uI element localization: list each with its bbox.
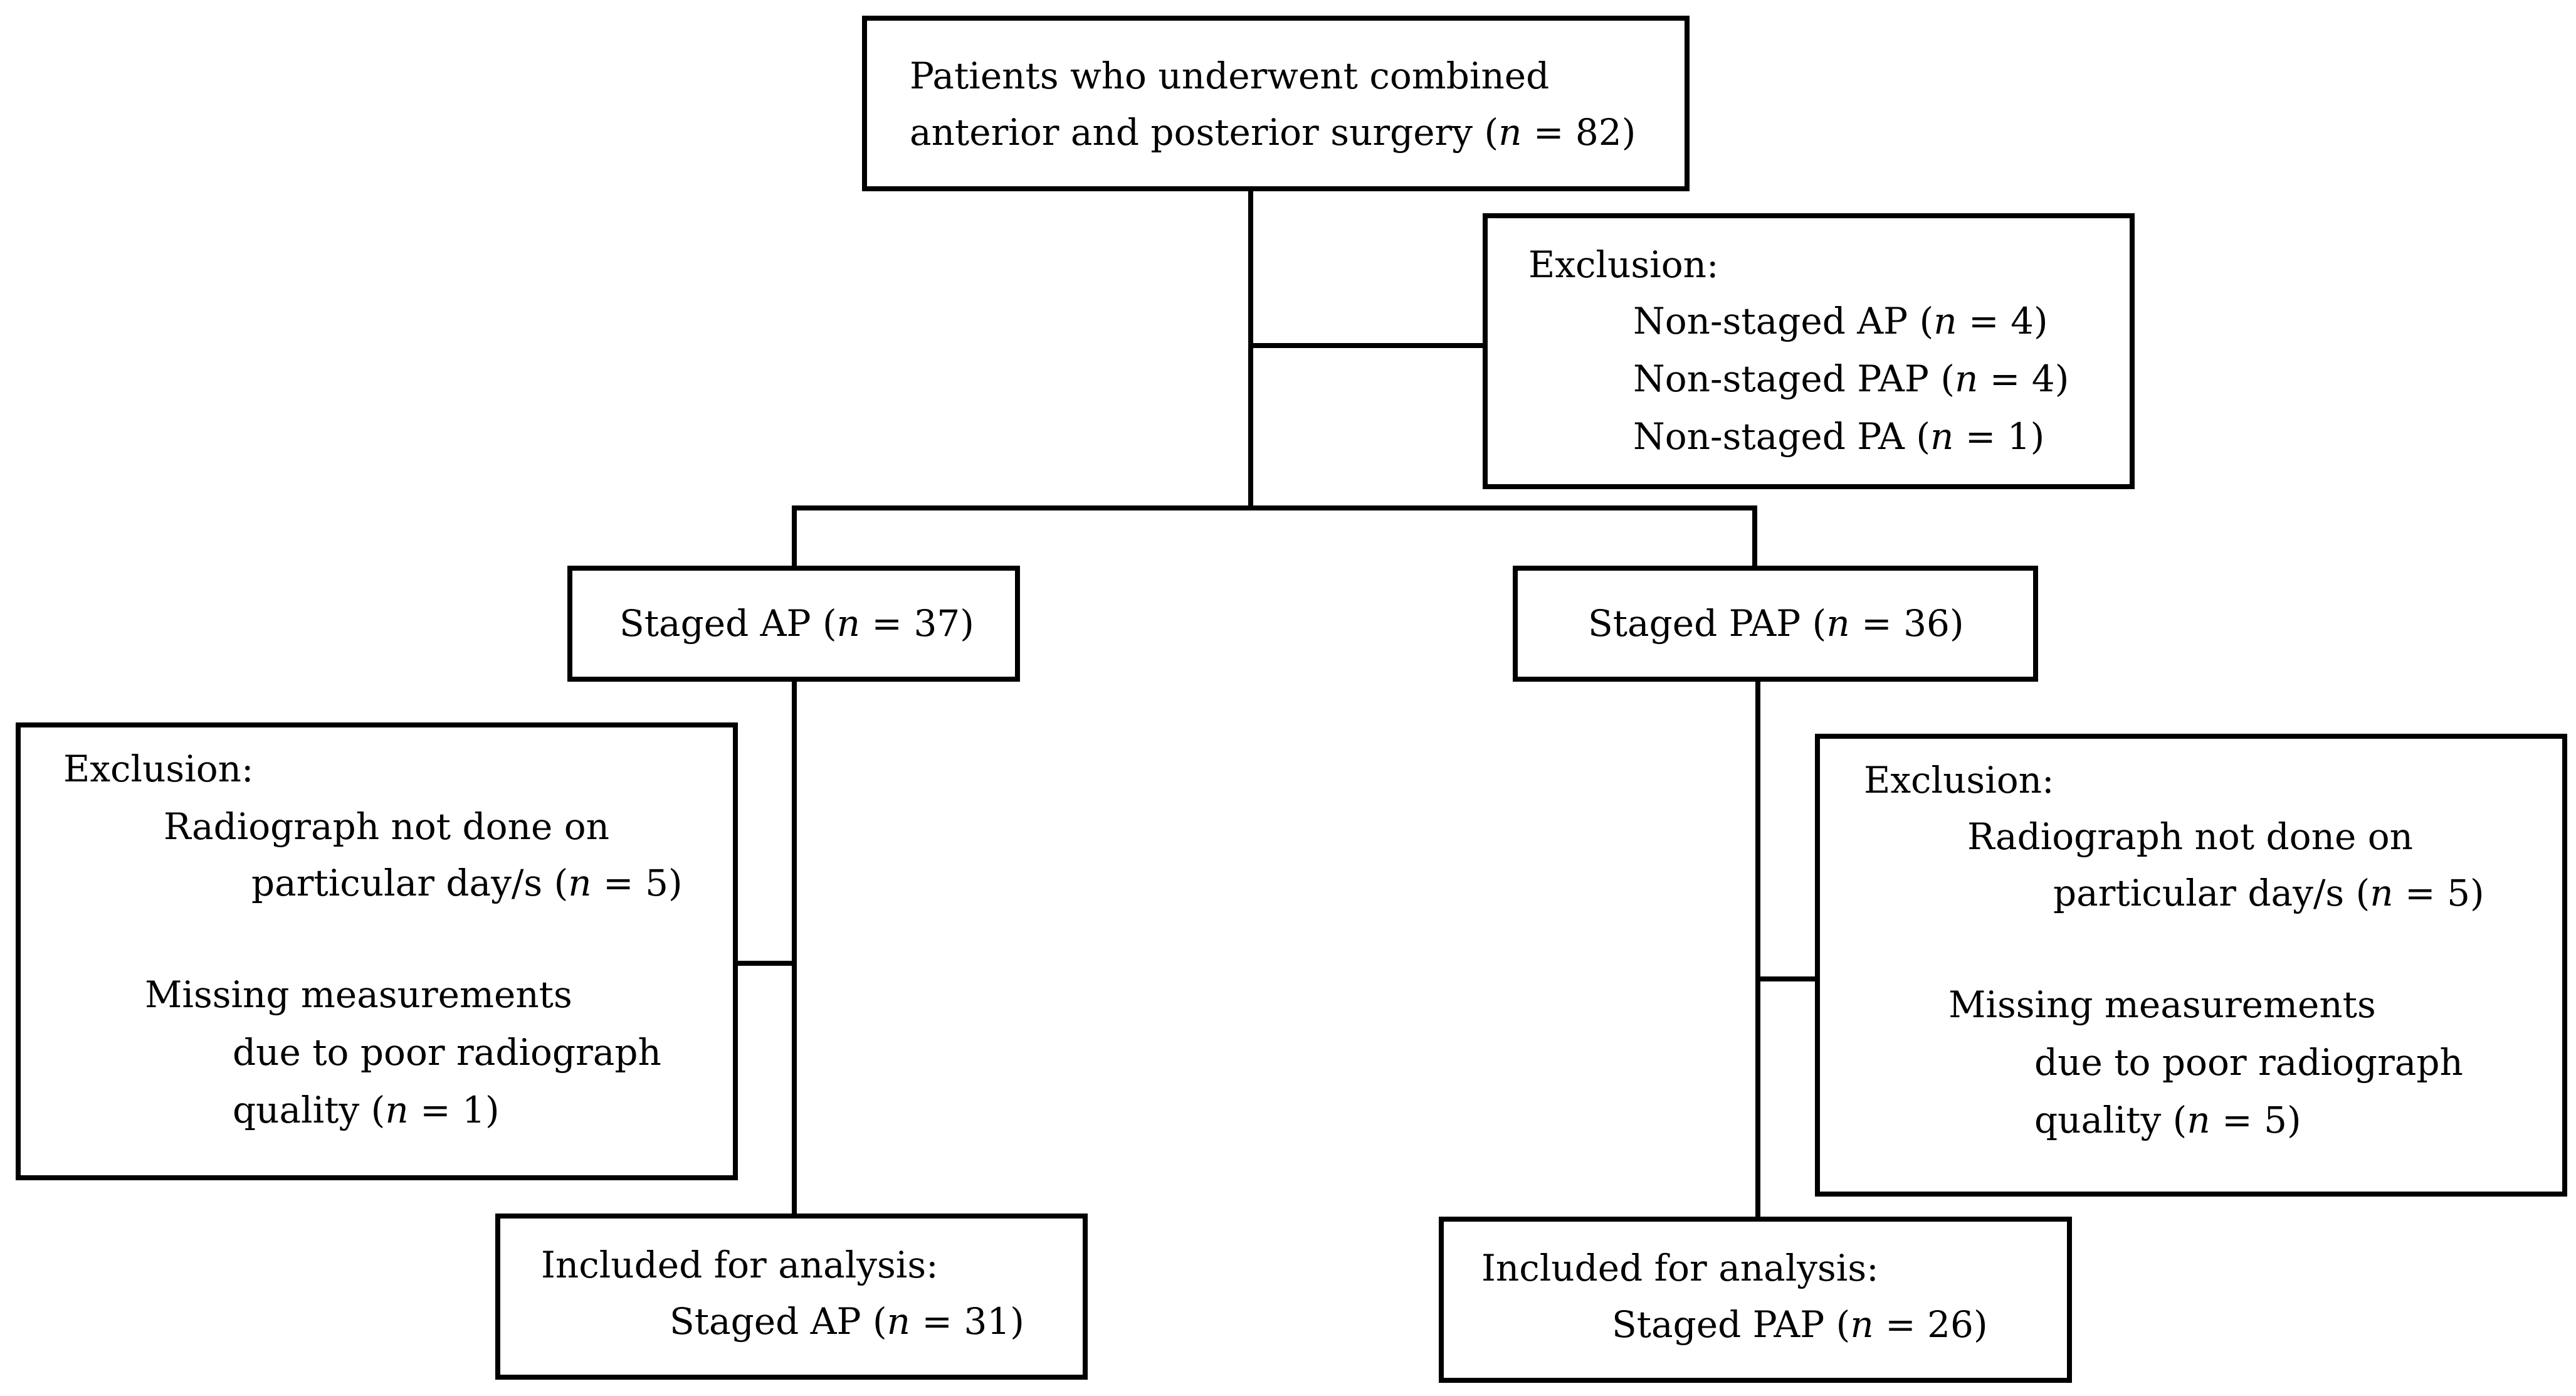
- included-ap-heading: Included for analysis:: [541, 1244, 938, 1286]
- total-patients-text: Patients who underwent combined: [910, 55, 1550, 97]
- line-count: = 5): [591, 862, 683, 904]
- exclusion-top-item-pa: Non-staged PA (n = 1): [1633, 408, 2044, 465]
- exclusion-left-line4: due to poor radiograph: [233, 1031, 661, 1074]
- line-text: quality (: [2034, 1099, 2187, 1141]
- item-label: Non-staged PA (: [1633, 415, 1930, 458]
- included-ap-label: Staged AP (: [670, 1300, 887, 1343]
- line-text: quality (: [233, 1089, 386, 1131]
- exclusion-right-line2: particular day/s (n = 5): [2053, 864, 2484, 922]
- n-symbol: n: [568, 862, 592, 904]
- staged-ap-box: Staged AP (n = 37): [567, 566, 1020, 682]
- connector-pap-vertical: [1755, 677, 1760, 1220]
- connector-split-horizontal: [792, 505, 1757, 510]
- total-patients-box: Patients who underwent combined anterior…: [862, 16, 1690, 191]
- exclusion-left-line3: Missing measurements: [145, 973, 572, 1016]
- item-label: Non-staged PAP (: [1633, 357, 1955, 400]
- item-count: = 4): [1978, 357, 2069, 400]
- included-pap-box: Included for analysis: Staged PAP (n = 2…: [1439, 1217, 2072, 1383]
- included-ap-count: = 31): [910, 1300, 1024, 1343]
- n-symbol: n: [1954, 357, 1979, 400]
- total-patients-count: = 82): [1522, 111, 1636, 154]
- exclusion-right-line4: due to poor radiograph: [2034, 1041, 2463, 1084]
- n-symbol: n: [1498, 111, 1522, 154]
- connector-exclusion-left: [733, 961, 794, 966]
- line-count: = 5): [2393, 872, 2484, 914]
- connector-ap-vertical: [792, 677, 797, 1217]
- n-symbol: n: [886, 1300, 910, 1343]
- connector-split-left-drop: [792, 505, 797, 568]
- exclusion-left-heading: Exclusion:: [63, 748, 254, 790]
- exclusion-right-line3: Missing measurements: [1948, 983, 2376, 1026]
- n-symbol: n: [2370, 872, 2394, 914]
- line-text: particular day/s (: [2053, 872, 2370, 914]
- exclusion-right-line1: Radiograph not done on: [1967, 815, 2413, 858]
- n-symbol: n: [1826, 602, 1850, 645]
- staged-pap-label: Staged PAP (: [1588, 602, 1827, 645]
- connector-top-vertical: [1248, 188, 1253, 508]
- exclusion-left-line1: Radiograph not done on: [164, 805, 609, 848]
- connector-split-right-drop: [1752, 505, 1757, 568]
- item-count: = 1): [1953, 415, 2045, 458]
- exclusion-right-box: Exclusion: Radiograph not done on partic…: [1815, 734, 2567, 1197]
- staged-pap-box: Staged PAP (n = 36): [1513, 566, 2038, 682]
- included-pap-heading: Included for analysis:: [1481, 1247, 1879, 1289]
- line-text: particular day/s (: [251, 862, 569, 904]
- exclusion-top-heading: Exclusion:: [1528, 243, 1719, 286]
- exclusion-right-line5: quality (n = 5): [2034, 1091, 2301, 1149]
- item-label: Non-staged AP (: [1633, 300, 1934, 342]
- included-ap-box: Included for analysis: Staged AP (n = 31…: [495, 1214, 1088, 1380]
- exclusion-left-line2: particular day/s (n = 5): [251, 854, 683, 912]
- n-symbol: n: [385, 1089, 409, 1131]
- exclusion-right-heading: Exclusion:: [1864, 759, 2054, 801]
- n-symbol: n: [1933, 300, 1957, 342]
- n-symbol: n: [1850, 1303, 1874, 1346]
- line-count: = 1): [408, 1089, 500, 1131]
- included-ap-text: Staged AP (n = 31): [670, 1293, 1024, 1350]
- exclusion-top-item-ap: Non-staged AP (n = 4): [1633, 292, 2048, 350]
- included-pap-text: Staged PAP (n = 26): [1612, 1296, 1988, 1353]
- total-patients-line2: anterior and posterior surgery (n = 82): [910, 103, 1636, 161]
- total-patients-prefix: anterior and posterior surgery (: [910, 111, 1499, 154]
- exclusion-left-line5: quality (n = 1): [233, 1081, 500, 1139]
- n-symbol: n: [1930, 415, 1954, 458]
- staged-ap-text: Staged AP (n = 37): [619, 595, 974, 652]
- exclusion-top-item-pap: Non-staged PAP (n = 4): [1633, 350, 2069, 408]
- staged-pap-count: = 36): [1849, 602, 1964, 645]
- included-pap-count: = 26): [1873, 1303, 1988, 1346]
- connector-exclusion-top: [1251, 343, 1483, 348]
- line-count: = 5): [2210, 1099, 2301, 1141]
- exclusion-top-box: Exclusion: Non-staged AP (n = 4) Non-sta…: [1483, 213, 2135, 489]
- total-patients-line1: Patients who underwent combined: [910, 47, 1549, 105]
- connector-exclusion-right: [1758, 976, 1817, 981]
- staged-pap-text: Staged PAP (n = 36): [1588, 595, 1964, 652]
- n-symbol: n: [2187, 1099, 2211, 1141]
- included-pap-label: Staged PAP (: [1612, 1303, 1851, 1346]
- exclusion-left-box: Exclusion: Radiograph not done on partic…: [16, 722, 738, 1180]
- staged-ap-label: Staged AP (: [619, 602, 837, 645]
- n-symbol: n: [836, 602, 860, 645]
- item-count: = 4): [1957, 300, 2048, 342]
- staged-ap-count: = 37): [860, 602, 974, 645]
